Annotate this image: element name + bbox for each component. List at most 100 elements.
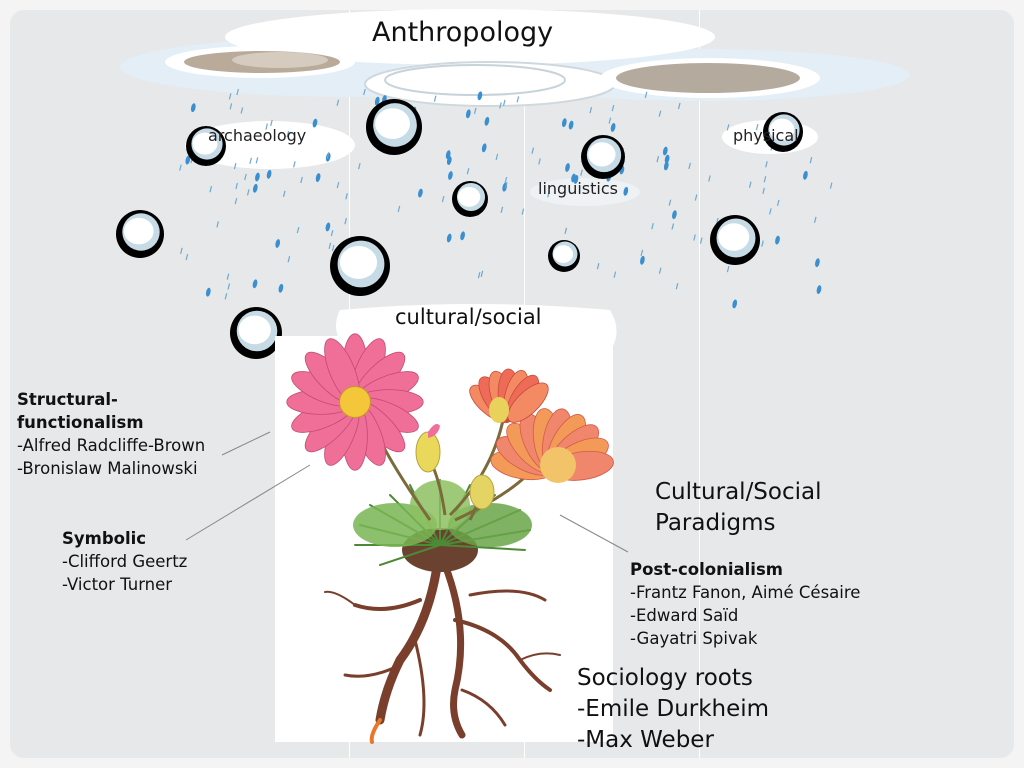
raindrop-icon	[205, 287, 211, 297]
theorist-name: -Bronislaw Malinowski	[17, 459, 198, 478]
raindrop-icon	[596, 263, 600, 270]
raindrop-icon	[249, 157, 252, 165]
water-drop-highlight	[553, 245, 574, 263]
raindrop-icon	[330, 229, 334, 237]
cloud-icon	[384, 64, 566, 96]
raindrop-icon	[325, 152, 331, 162]
raindrop-icon	[762, 187, 765, 194]
raindrop-icon	[484, 116, 490, 126]
raindrop-icon	[656, 156, 660, 163]
raindrop-icon	[448, 171, 453, 180]
raindrop-icon	[190, 103, 196, 113]
raindrop-icon	[286, 130, 290, 138]
raindrop-icon	[282, 190, 286, 197]
raindrop-icon	[185, 155, 191, 165]
raindrop-icon	[516, 96, 520, 103]
theorist-name: -Max Weber	[577, 727, 714, 753]
water-drop-highlight	[123, 217, 154, 245]
raindrop-icon	[244, 173, 247, 181]
water-drop-highlight	[238, 315, 271, 345]
raindrop-icon	[312, 118, 318, 128]
raindrop-icon	[726, 265, 730, 273]
water-drop-highlight	[718, 223, 750, 251]
raindrop-icon	[441, 195, 445, 203]
raindrop-icon	[829, 182, 833, 189]
petal-icon	[507, 382, 549, 423]
theorist-name: -Alfred Radcliffe-Brown	[17, 436, 206, 455]
raindrop-icon	[235, 182, 238, 190]
water-drop-highlight	[375, 108, 410, 140]
raindrop-icon	[755, 123, 759, 131]
raindrop-icon	[473, 107, 477, 115]
raindrop-icon	[502, 99, 506, 107]
cloud-shadow-icon	[232, 52, 328, 68]
raindrop-icon	[565, 163, 570, 172]
theorist-name: -Victor Turner	[62, 575, 173, 594]
raindrop-icon	[640, 255, 645, 265]
raindrop-icon	[568, 120, 574, 130]
raindrop-icon	[216, 221, 219, 228]
bubble-group	[116, 99, 803, 359]
bud-icon	[489, 397, 509, 423]
raindrop-icon	[266, 169, 272, 179]
raindrop-icon	[265, 123, 268, 130]
raindrop-icon	[300, 176, 303, 184]
water-drop-icon	[548, 240, 580, 272]
raindrop-icon	[564, 227, 568, 234]
water-drop-icon	[330, 236, 390, 296]
sociology-heading: Sociology roots	[577, 665, 753, 691]
paradigms-title: Cultural/Social Paradigms	[655, 477, 822, 539]
raindrop-icon	[477, 272, 481, 279]
subfield-label-physical: physical	[733, 126, 799, 145]
raindrop-icon	[209, 186, 213, 193]
flower-icon	[469, 368, 549, 424]
bud-icon	[469, 474, 495, 510]
raindrop-icon	[644, 91, 648, 98]
plant-illustration	[286, 333, 614, 744]
water-drop-highlight	[769, 118, 795, 141]
raindrop-icon	[179, 164, 182, 171]
raindrop-icon	[580, 169, 583, 176]
connector-line	[559, 514, 629, 553]
water-drop-icon	[452, 181, 488, 217]
raindrop-icon	[495, 153, 499, 161]
raindrop-icon	[233, 162, 237, 170]
raindrop-icon	[236, 88, 239, 96]
raindrop-icon	[726, 124, 730, 131]
raindrop-icon	[477, 91, 483, 101]
raindrop-icon	[688, 162, 691, 170]
raindrop-icon	[671, 223, 675, 230]
raindrop-icon	[521, 208, 525, 215]
raindrop-icon	[344, 218, 347, 225]
post-colonialism-block: Post-colonialism -Frantz Fanon, Aimé Cés…	[630, 558, 860, 650]
raindrop-icon	[610, 122, 616, 132]
cloud-group	[120, 9, 910, 206]
raindrop-icon	[293, 161, 296, 168]
flower-center-icon	[540, 447, 576, 483]
raindrop-icon	[446, 233, 452, 243]
raindrop-icon	[504, 176, 508, 184]
raindrop-icon	[664, 154, 670, 164]
raindrop-icon	[460, 231, 465, 241]
raindrop-icon	[234, 197, 238, 205]
raindrop-icon	[481, 143, 487, 153]
raindrop-icon	[315, 173, 321, 183]
raindrop-icon	[418, 188, 423, 198]
theorist-name: -Clifford Geertz	[62, 552, 188, 571]
raindrop-icon	[611, 104, 615, 112]
subfield-label-cultural: cultural/social	[395, 305, 542, 329]
raindrop-icon	[531, 147, 535, 154]
raindrop-icon	[433, 95, 437, 102]
raindrop-icon	[613, 271, 617, 278]
raindrop-icon	[663, 161, 669, 171]
raindrop-icon	[640, 249, 644, 256]
raindrop-icon	[226, 273, 230, 280]
raindrop-icon	[815, 258, 820, 268]
water-drop-highlight	[339, 245, 378, 279]
cloud-icon	[530, 178, 640, 206]
theorist-name: -Emile Durkheim	[577, 696, 770, 722]
theorist-name: -Frantz Fanon, Aimé Césaire	[630, 583, 861, 602]
cloud-icon	[185, 121, 355, 169]
raindrop-icon	[732, 299, 738, 309]
raindrop-icon	[345, 193, 348, 200]
